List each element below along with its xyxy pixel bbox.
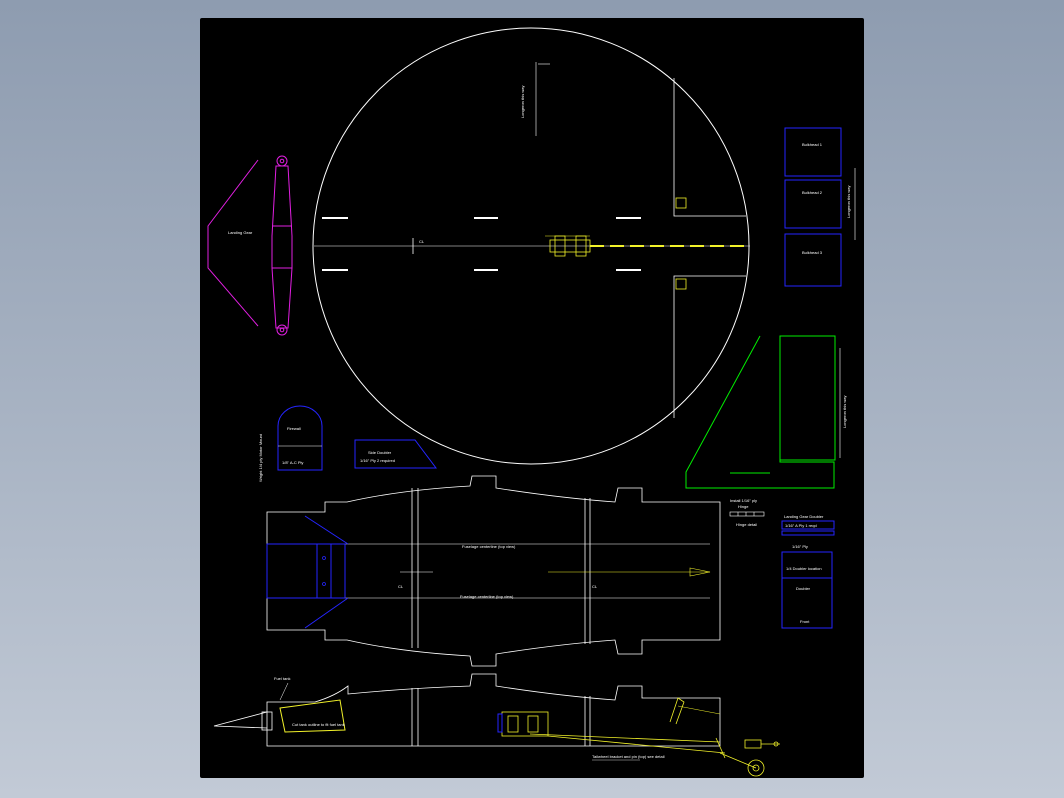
firewall-side-label: Wright 1/4 ply Motor Mount [258,433,263,482]
doubler-location-label: 1/4 Doubler location [786,566,822,571]
bulkhead-3-label: Bulkhead 3 [802,250,823,255]
fuselage-centerline-top-label: Fuselage centerline (top view) [462,544,516,549]
fuselage-side-view [213,673,721,747]
fuselage-cl-left: CL [398,584,404,589]
doubler-front-label: Front [800,619,810,624]
side-doubler-label: Side Doubler [368,450,392,455]
fuselage-top-view [266,475,721,667]
fuel-tank-note: Cut tank outline to fit fuel tank [292,722,345,727]
doubler-ply-label: 1/16" Ply [792,544,808,549]
doubler-location-part: 1/4 Doubler location Doubler Front [781,551,833,629]
hinge-detail [729,511,765,517]
cad-drawing-canvas: Longeron this way CL Landing Gear Bulkhe… [207,27,856,777]
green-side-label: Longeron this way [842,396,847,428]
hinge-small-label: Hinge [738,504,749,509]
landing-gear-label: Landing Gear [228,230,253,235]
landing-gear-doubler: Landing Gear Doubler 1/16" A Ply 1 reqd [781,514,835,536]
doubler-label: Doubler [796,586,811,591]
circular-template [312,27,750,465]
landing-gear-part [207,155,293,336]
landing-gear-doubler-note: 1/16" A Ply 1 reqd [785,523,817,528]
bulkhead-1-label: Bulkhead 1 [802,142,823,147]
landing-gear-doubler-label: Landing Gear Doubler [784,514,824,519]
fuel-tank-label: Fuel tank [274,676,290,681]
green-template [685,335,836,489]
side-doubler-note: 1/16" Ply 2 required [360,458,395,463]
bulkhead-3: Bulkhead 3 [784,233,842,287]
side-doubler-part: Side Doubler 1/16" Ply 2 required [354,439,437,469]
firewall-ply-label: 1/8" A-C Ply [282,460,303,465]
fuselage-cl-right: CL [592,584,598,589]
hinge-detail-label: Hinge detail [736,522,757,527]
fuel-tank-outline [279,682,346,733]
bulkhead-2: Bulkhead 2 [784,179,842,229]
firewall-part: Firewall 1/8" A-C Ply [277,405,323,471]
bulkhead-side-label: Longeron this way [846,186,851,218]
tailwheel-note: Tailwheel bracket and pin (top) see deta… [592,754,665,759]
fuselage-centerline-bottom-label: Fuselage centerline (top view) [460,594,514,599]
circle-top-label: Longeron this way [520,86,525,118]
circle-center-mark: CL [419,239,425,244]
bulkhead-1: Bulkhead 1 [784,127,842,177]
tail-assembly [501,697,780,777]
hinge-note: Install 1/16" ply [730,498,757,503]
firewall-label: Firewall [287,426,301,431]
bulkhead-2-label: Bulkhead 2 [802,190,823,195]
motor-mount-center [545,235,750,257]
cad-drawing-viewport[interactable]: Longeron this way CL Landing Gear Bulkhe… [200,18,864,778]
